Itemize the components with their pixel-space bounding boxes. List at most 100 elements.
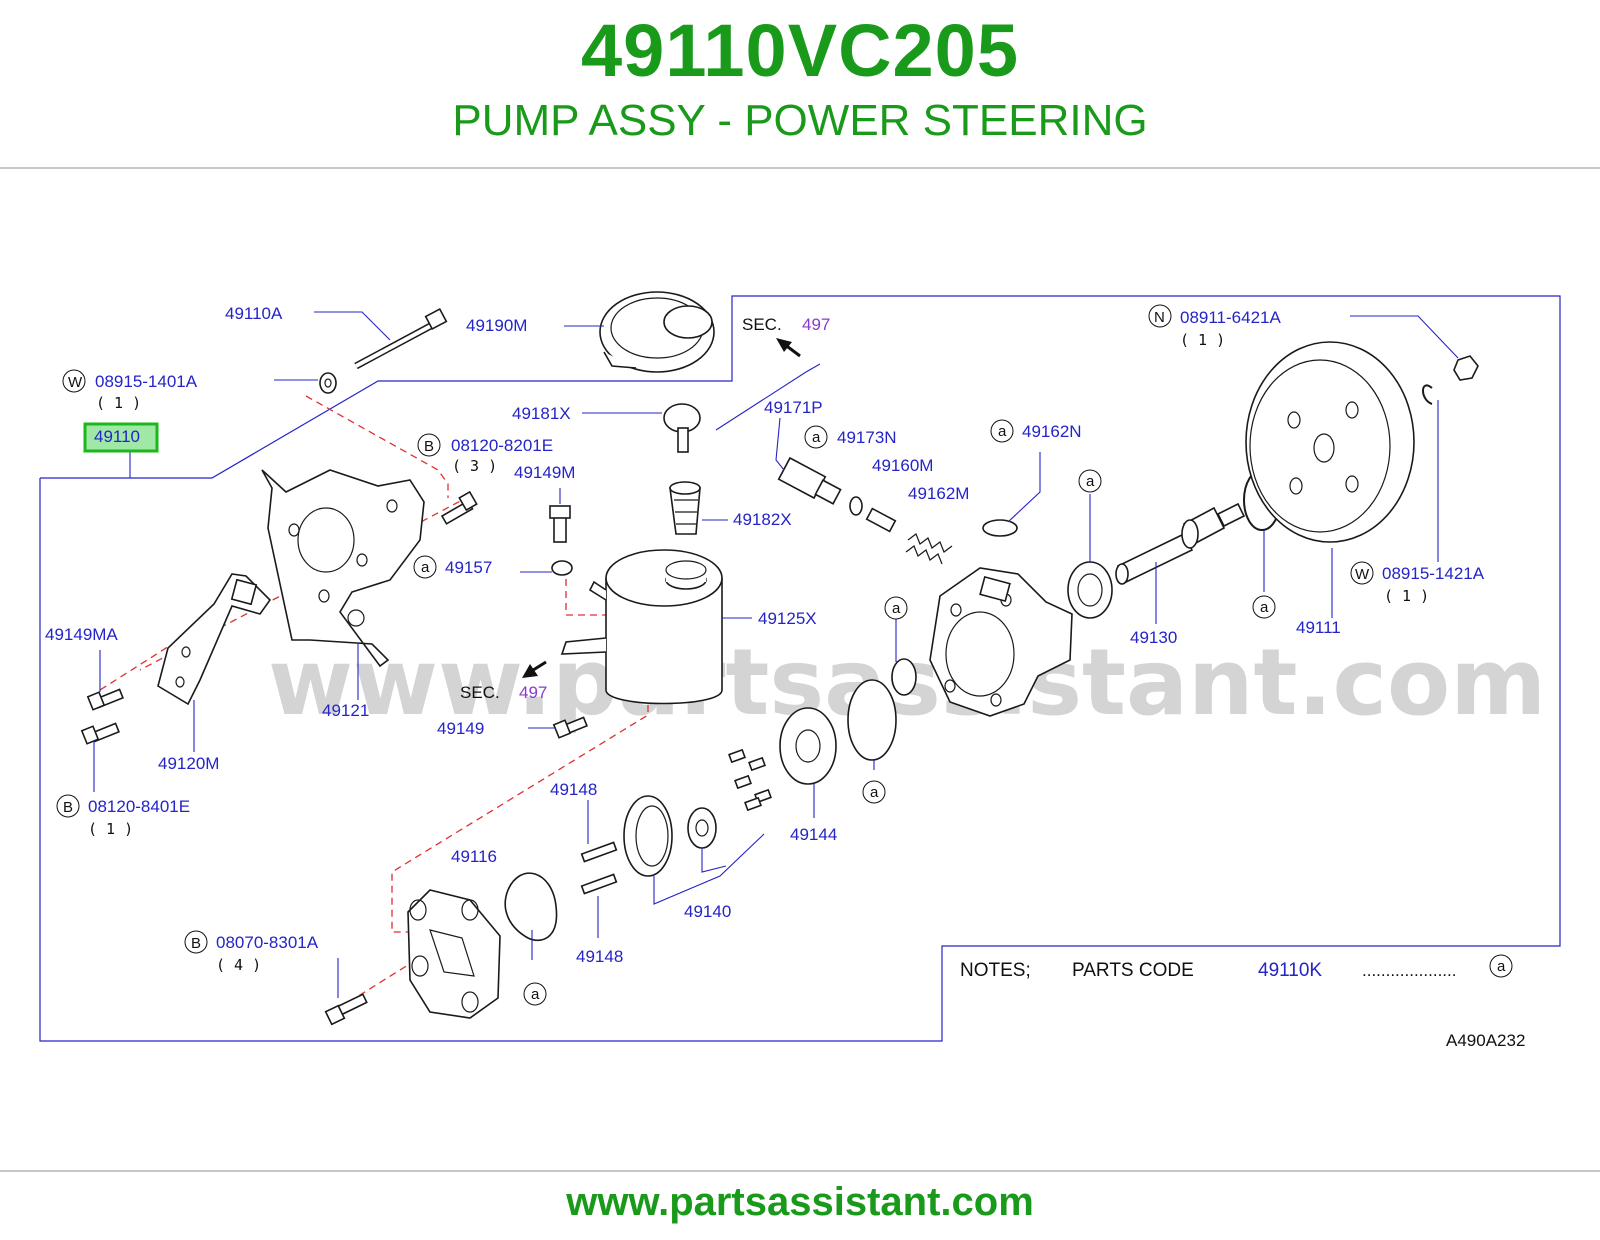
label-49110-highlighted[interactable]: 49110 [94, 427, 140, 446]
nut-part [1453, 355, 1479, 381]
label-49144[interactable]: 49144 [790, 825, 837, 844]
washer-08915-1421A [1422, 384, 1433, 405]
bolt-49149MA [86, 688, 124, 711]
label-49190M[interactable]: 49190M [466, 316, 527, 335]
highlighted-part-box[interactable] [83, 422, 159, 453]
label-49149M[interactable]: 49149M [514, 463, 575, 482]
svg-text:N: N [1154, 309, 1165, 326]
svg-text:a: a [998, 423, 1007, 440]
label-49130[interactable]: 49130 [1130, 628, 1177, 647]
svg-text:a: a [892, 600, 901, 617]
label-08120-8401E[interactable]: 08120-8401E [88, 797, 190, 816]
svg-text:W: W [1355, 566, 1370, 583]
qty-08915-1421A: ( 1 ) [1384, 587, 1429, 605]
washer-part [319, 372, 337, 394]
label-49125X[interactable]: 49125X [758, 609, 817, 628]
long-bolt-part [354, 307, 448, 370]
notes-parts-code-value[interactable]: 49110K [1258, 960, 1322, 981]
oil-seal-part [1067, 561, 1113, 619]
qty-08070-8301A: ( 4 ) [216, 956, 261, 974]
o-ring-lower [891, 658, 917, 696]
notes-block: NOTES; PARTS CODE 49110K ...............… [960, 960, 1456, 981]
svg-text:a: a [1260, 599, 1269, 616]
qty-08120-8201E: ( 3 ) [452, 457, 497, 475]
label-49162N[interactable]: 49162N [1022, 422, 1082, 441]
label-49171P[interactable]: 49171P [764, 398, 823, 417]
sec-label-upper: SEC. [742, 315, 782, 334]
part-labels: 49110A 49190M 08915-1401A ( 1 ) 49110 08… [45, 304, 1485, 974]
strainer-part [669, 481, 701, 535]
drive-shaft-part [1115, 502, 1246, 585]
label-49148-lower[interactable]: 49148 [576, 947, 623, 966]
part-number-title: 49110VC205 [581, 9, 1019, 92]
label-49162M[interactable]: 49162M [908, 484, 969, 503]
o-ring-49173N [849, 496, 863, 516]
mounting-bracket-part [261, 469, 425, 668]
notes-leader-dots: .................... [1362, 961, 1456, 980]
svg-text:a: a [421, 559, 430, 576]
sec-label-lower: SEC. [460, 683, 500, 702]
label-49182X[interactable]: 49182X [733, 510, 792, 529]
pump-body-part [929, 567, 1073, 717]
rotor-part [687, 807, 717, 849]
flow-valve-part [865, 507, 897, 533]
label-49120M[interactable]: 49120M [158, 754, 219, 773]
label-08915-1401A[interactable]: 08915-1401A [95, 372, 198, 391]
washer-49157-part [551, 560, 573, 576]
qty-08915-1401A: ( 1 ) [96, 394, 141, 412]
label-08070-8301A[interactable]: 08070-8301A [216, 933, 319, 952]
label-49149[interactable]: 49149 [437, 719, 484, 738]
alignment-line-bracket [305, 395, 449, 498]
bolt-08120-8201E [440, 490, 478, 525]
o-ring-49162N [982, 519, 1018, 537]
label-49160M[interactable]: 49160M [872, 456, 933, 475]
pin-upper [580, 841, 618, 863]
header-divider [0, 167, 1600, 169]
sec-number-upper[interactable]: 497 [802, 315, 830, 334]
label-49181X[interactable]: 49181X [512, 404, 571, 423]
marker-circles: W B B B N W a a a a a a a a a [56, 304, 1513, 1006]
label-49111[interactable]: 49111 [1296, 618, 1341, 637]
label-49116[interactable]: 49116 [451, 847, 497, 866]
notes-parts-code-label: PARTS CODE [1072, 960, 1194, 981]
notes-heading: NOTES; [960, 960, 1031, 981]
sec-number-lower[interactable]: 497 [519, 683, 547, 702]
footer-url[interactable]: www.partsassistant.com [566, 1180, 1034, 1224]
label-49110A[interactable]: 49110A [225, 304, 283, 323]
sec-arrow-upper [776, 338, 801, 358]
end-plate-part [779, 707, 837, 785]
qty-08120-8401E: ( 1 ) [88, 820, 133, 838]
svg-text:a: a [812, 429, 821, 446]
label-49173N[interactable]: 49173N [837, 428, 897, 447]
qty-08911-6421A: ( 1 ) [1180, 331, 1225, 349]
reservoir-cap-part [599, 291, 715, 373]
bolt-49149M [549, 505, 571, 543]
leader-lines [93, 311, 1459, 998]
bolt-08120-8401E [80, 722, 120, 745]
label-49148-upper[interactable]: 49148 [550, 780, 597, 799]
label-49140[interactable]: 49140 [684, 902, 731, 921]
cam-ring-part [623, 795, 673, 877]
bolt-08070-8301A [324, 993, 368, 1026]
label-08911-6421A[interactable]: 08911-6421A [1180, 308, 1281, 327]
svg-text:a: a [531, 986, 540, 1003]
svg-text:a: a [1086, 473, 1095, 490]
svg-text:B: B [63, 799, 73, 816]
union-connector-part [777, 456, 842, 505]
svg-text:a: a [1497, 958, 1506, 975]
label-49149MA[interactable]: 49149MA [45, 625, 118, 644]
svg-text:B: B [191, 935, 201, 952]
gasket-part [847, 679, 897, 761]
bolt-49149 [552, 716, 588, 739]
reservoir-tank-part [560, 549, 723, 705]
assembly-frame-left [39, 295, 1561, 1042]
label-08915-1421A[interactable]: 08915-1421A [1382, 564, 1485, 583]
svg-text:W: W [68, 374, 83, 391]
filler-cap-part [663, 403, 701, 453]
sec-arrow-lower [522, 660, 547, 678]
label-08120-8201E[interactable]: 08120-8201E [451, 436, 553, 455]
label-49121[interactable]: 49121 [322, 701, 369, 720]
lower-bracket-part [157, 573, 272, 706]
label-49157[interactable]: 49157 [445, 558, 492, 577]
spring-part [905, 533, 953, 565]
